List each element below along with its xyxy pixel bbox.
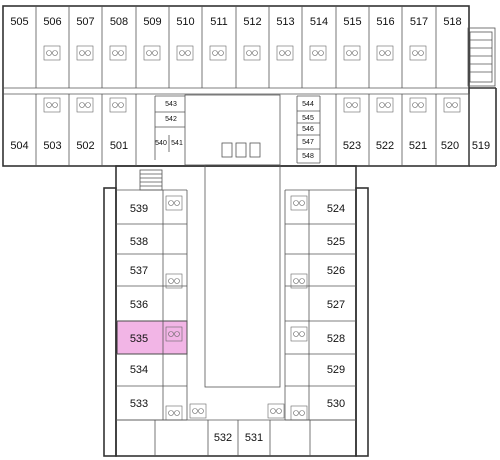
room-label-543[interactable]: 543 [165,101,177,108]
room-label-506[interactable]: 506 [43,16,61,28]
restroom-fixture-icon [409,45,427,61]
room-label-510[interactable]: 510 [176,16,194,28]
restroom-fixture-icon [343,45,361,61]
room-label-529[interactable]: 529 [327,364,345,376]
room-label-502[interactable]: 502 [76,140,94,152]
restroom-fixture-icon [409,97,427,113]
room-label-548[interactable]: 548 [302,153,314,160]
restroom-fixture-icon [165,273,183,289]
room-label-531[interactable]: 531 [245,432,263,444]
room-label-535[interactable]: 535 [130,333,148,345]
restroom-fixture-icon [43,97,61,113]
room-label-530[interactable]: 530 [327,398,345,410]
room-label-517[interactable]: 517 [410,16,428,28]
room-label-525[interactable]: 525 [327,236,345,248]
room-label-547[interactable]: 547 [302,139,314,146]
restroom-fixture-icon [109,45,127,61]
room-label-507[interactable]: 507 [76,16,94,28]
room-label-523[interactable]: 523 [343,140,361,152]
restroom-fixture-icon [76,45,94,61]
room-label-513[interactable]: 513 [276,16,294,28]
restroom-fixture-icon [165,326,183,342]
top-row-walls [35,6,437,88]
room-label-544[interactable]: 544 [302,101,314,108]
restroom-fixture-icon [267,403,285,419]
stairs-icon [139,31,493,191]
restroom-fixture-icon [189,403,207,419]
room-label-503[interactable]: 503 [43,140,61,152]
room-label-504[interactable]: 504 [10,140,28,152]
room-label-536[interactable]: 536 [130,299,148,311]
room-label-539[interactable]: 539 [130,203,148,215]
room-label-518[interactable]: 518 [443,16,461,28]
room-label-542[interactable]: 542 [165,116,177,123]
room-label-532[interactable]: 532 [214,432,232,444]
room-label-509[interactable]: 509 [143,16,161,28]
room-label-526[interactable]: 526 [327,265,345,277]
room-label-528[interactable]: 528 [327,333,345,345]
room-label-514[interactable]: 514 [310,16,328,28]
restroom-fixture-icon [309,45,327,61]
restroom-fixture-icon [376,97,394,113]
restroom-fixture-icon [243,45,261,61]
room-label-520[interactable]: 520 [441,140,459,152]
restroom-fixture-icon [176,45,194,61]
restroom-fixture-icon [443,97,461,113]
room-label-524[interactable]: 524 [327,203,345,215]
room-535-highlight[interactable] [116,320,188,355]
room-label-541[interactable]: 541 [171,140,183,147]
room-label-501[interactable]: 501 [110,140,128,152]
restroom-fixture-icon [165,405,183,421]
building-outline [2,5,496,457]
lower-row-walls [35,87,497,167]
restroom-fixture-icon [165,195,183,211]
room-label-505[interactable]: 505 [10,16,28,28]
restroom-fixture-icon [109,97,127,113]
room-label-538[interactable]: 538 [130,236,148,248]
room-label-546[interactable]: 546 [302,126,314,133]
room-label-512[interactable]: 512 [243,16,261,28]
wing-walls [43,45,461,456]
room-label-527[interactable]: 527 [327,299,345,311]
room-label-519[interactable]: 519 [472,140,490,152]
restroom-fixture-icon [209,45,227,61]
restroom-fixture-icon [290,195,308,211]
room-label-533[interactable]: 533 [130,398,148,410]
restroom-fixture-icon [276,45,294,61]
restroom-fixture-icon [376,45,394,61]
restroom-fixture-icon [290,405,308,421]
room-label-516[interactable]: 516 [376,16,394,28]
restroom-fixture-icon [290,326,308,342]
room-label-508[interactable]: 508 [110,16,128,28]
room-label-511[interactable]: 511 [210,16,228,28]
room-label-522[interactable]: 522 [376,140,394,152]
restroom-fixture-icon [76,97,94,113]
room-label-521[interactable]: 521 [409,140,427,152]
restroom-fixture-icon [343,97,361,113]
room-label-545[interactable]: 545 [302,115,314,122]
restroom-fixture-icon [290,273,308,289]
room-label-537[interactable]: 537 [130,265,148,277]
restroom-fixture-icon [143,45,161,61]
room-label-534[interactable]: 534 [130,364,148,376]
restroom-fixture-icon [43,45,61,61]
atrium [184,94,281,388]
room-label-540[interactable]: 540 [155,140,167,147]
room-labels: 505 506 507 508 509 510 511 512 513 514 515 516 517 5… [10,16,490,444]
room-label-515[interactable]: 515 [343,16,361,28]
